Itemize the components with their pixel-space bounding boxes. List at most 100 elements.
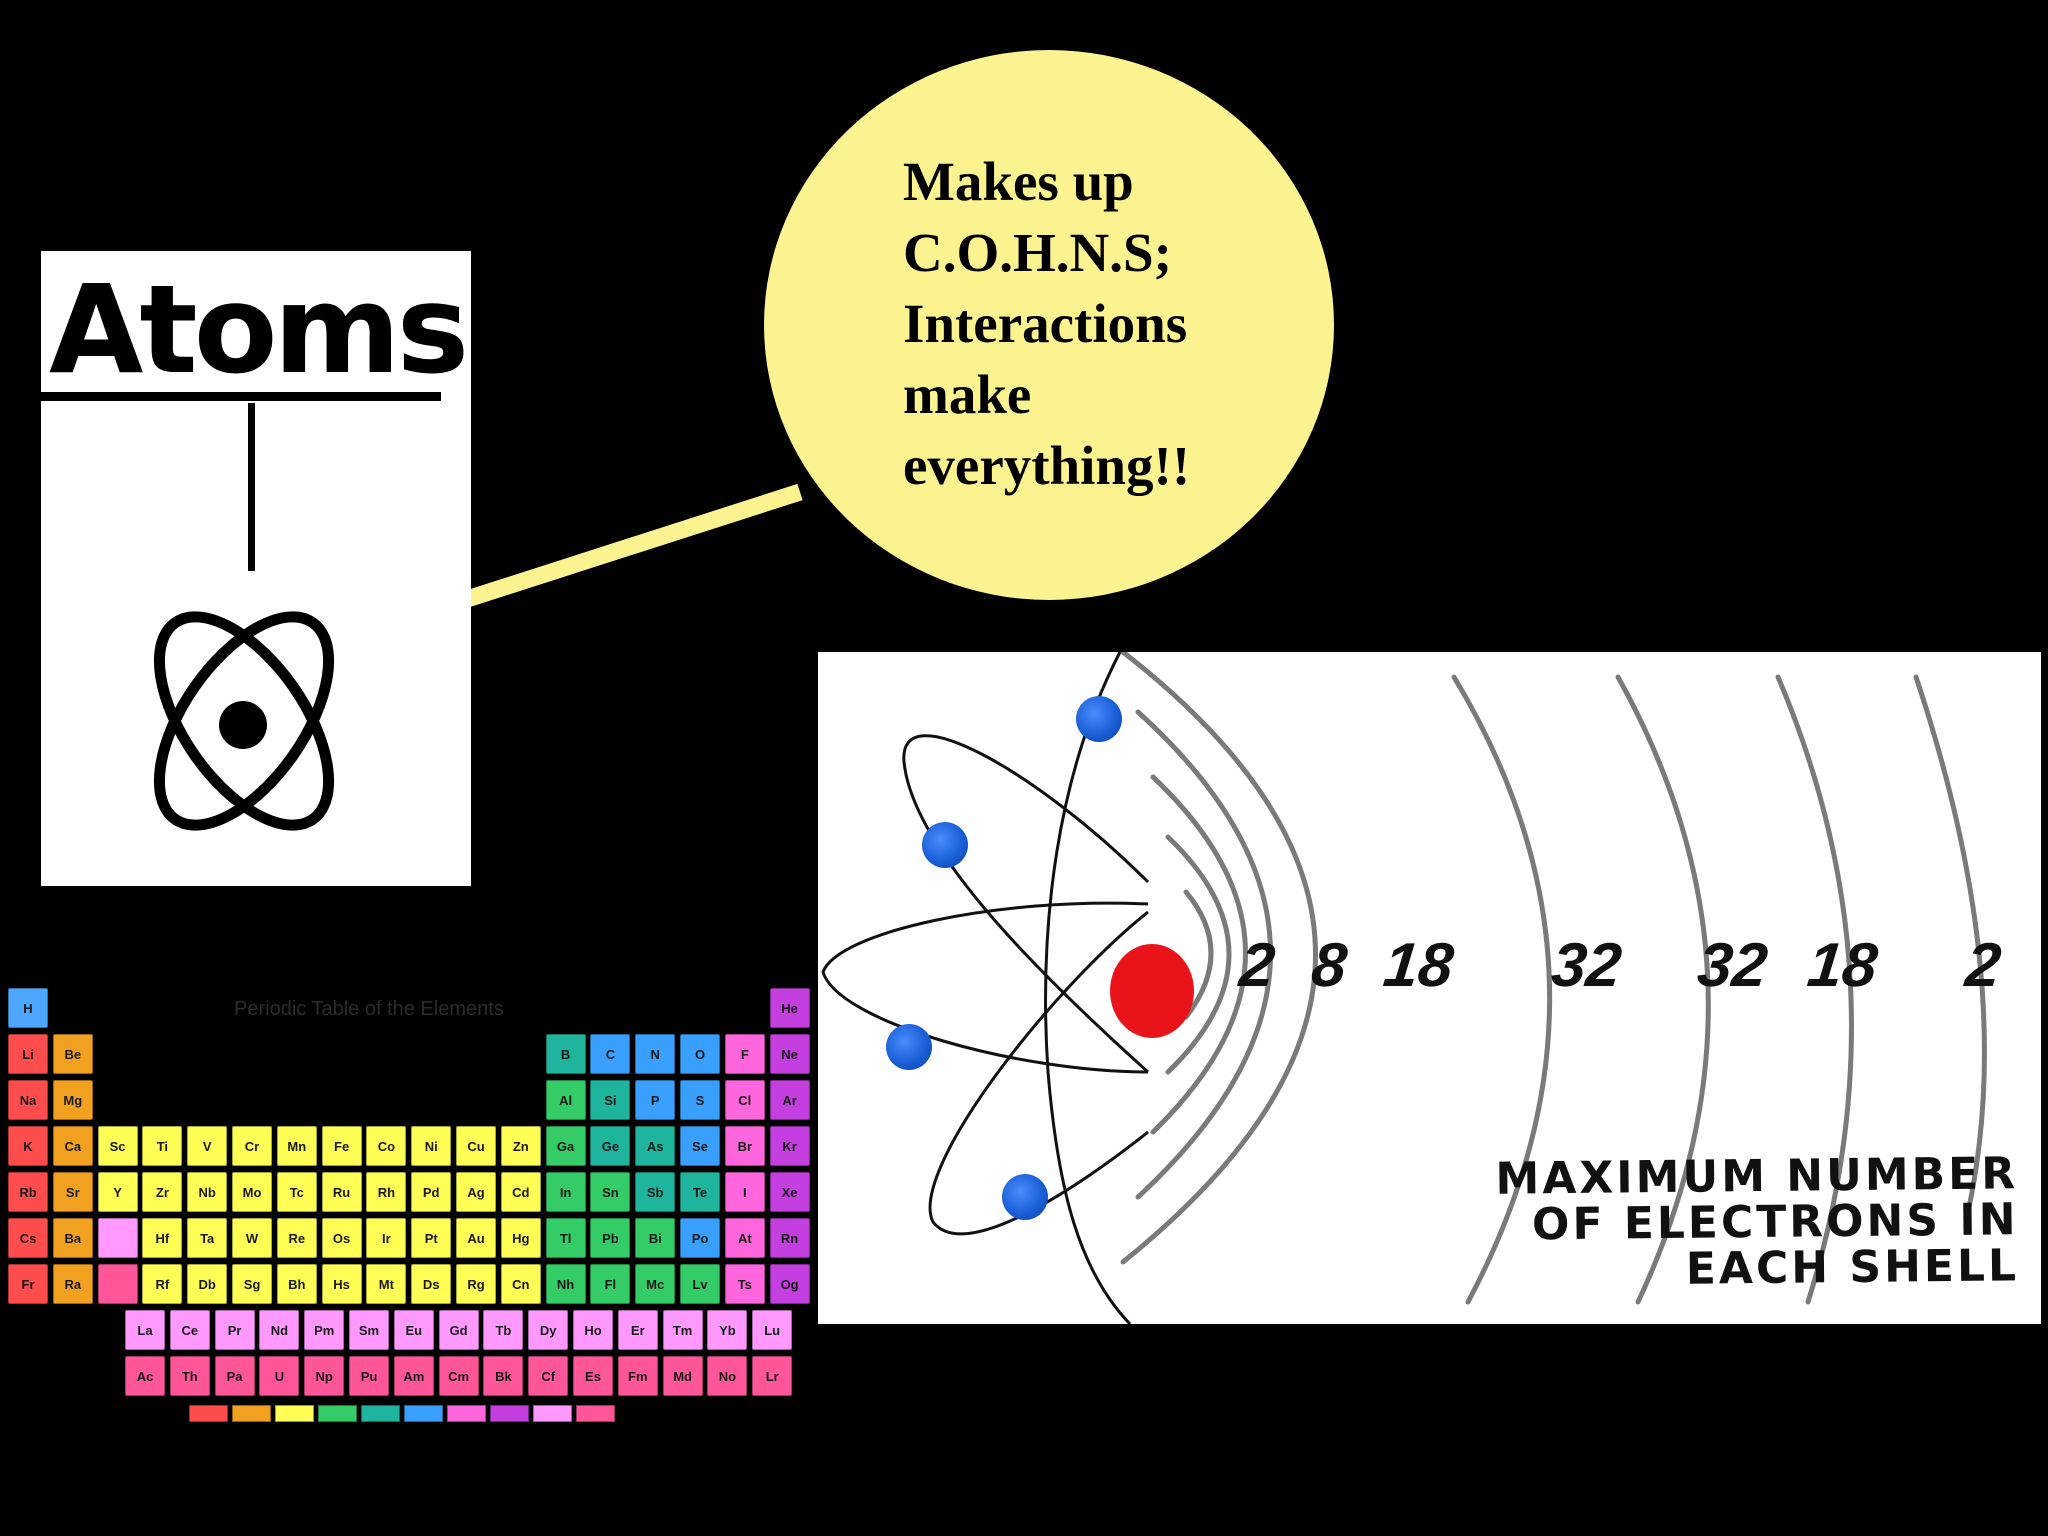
legend-swatch <box>576 1405 615 1422</box>
caption-line-3: EACH SHELL <box>1686 1240 2020 1295</box>
element-cell: Y <box>97 1172 138 1212</box>
element-cell: At <box>724 1218 765 1258</box>
nucleus-icon <box>1110 944 1194 1038</box>
element-cell: N <box>635 1034 676 1074</box>
orbit-vertical <box>1044 652 1132 1324</box>
element-cell: Re <box>276 1218 317 1258</box>
legend-swatch <box>189 1405 228 1422</box>
element-cell: Ar <box>769 1080 810 1120</box>
element-cell: Cr <box>232 1126 272 1166</box>
element-cell: C <box>590 1034 631 1074</box>
element-cell: Mo <box>232 1172 272 1212</box>
element-cell: S <box>680 1080 720 1120</box>
element-cell: Os <box>321 1218 362 1258</box>
element-cell: Cd <box>500 1172 541 1212</box>
element-cell: V <box>187 1126 228 1166</box>
bubble-line-5: everything!! <box>903 435 1191 496</box>
element-cell: Cu <box>456 1126 496 1166</box>
element-cell: Al <box>545 1080 586 1120</box>
actinide-cell: Th <box>169 1356 210 1396</box>
actinide-cell: Bk <box>483 1356 524 1396</box>
element-cell: Li <box>8 1034 48 1074</box>
element-cell: Rg <box>456 1264 496 1304</box>
actinide-cell: Es <box>573 1356 613 1396</box>
shell-arc-9 <box>1913 674 1987 1215</box>
element-cell: Rn <box>769 1218 810 1258</box>
actinide-cell: Pa <box>214 1356 255 1396</box>
element-cell: W <box>232 1218 272 1258</box>
actinide-cell: Md <box>662 1356 703 1396</box>
legend-swatch <box>404 1405 443 1422</box>
atom-icon <box>153 611 335 831</box>
element-cell <box>97 1264 138 1304</box>
element-cell: Ta <box>187 1218 228 1258</box>
element-cell: Sb <box>635 1172 676 1212</box>
element-cell: Cs <box>8 1218 48 1258</box>
lanthanide-cell: Yb <box>707 1310 748 1350</box>
shell-caption: MAXIMUM NUMBER OF ELECTRONS IN EACH SHEL… <box>1496 1148 2020 1295</box>
element-cell: Mc <box>635 1264 676 1304</box>
shell-arc-3 <box>1150 774 1248 1135</box>
lanthanide-cell: Ho <box>573 1310 613 1350</box>
element-cell: Hg <box>500 1218 541 1258</box>
element-cell: Sc <box>97 1126 138 1166</box>
actinide-cell: U <box>259 1356 300 1396</box>
element-cell: Zr <box>142 1172 183 1212</box>
bubble-line-2: C.O.H.N.S; <box>903 222 1172 283</box>
element-cell <box>97 1218 138 1258</box>
legend-swatch <box>533 1405 572 1422</box>
lanthanide-cell: Pm <box>304 1310 345 1350</box>
lanthanide-cell: Nd <box>259 1310 300 1350</box>
element-cell: Nb <box>187 1172 228 1212</box>
actinide-cell: Fm <box>617 1356 658 1396</box>
element-cell: Og <box>769 1264 810 1304</box>
element-cell: Tc <box>276 1172 317 1212</box>
lanthanide-cell: La <box>125 1310 165 1350</box>
element-cell: Au <box>456 1218 496 1258</box>
shell-arc-1 <box>1183 889 1214 1020</box>
lanthanide-cell: Tm <box>662 1310 703 1350</box>
element-cell: Sg <box>232 1264 272 1304</box>
lanthanide-cell: Pr <box>214 1310 255 1350</box>
element-cell: Ni <box>411 1126 452 1166</box>
atoms-title-underline <box>41 392 441 401</box>
legend-swatch <box>490 1405 529 1422</box>
element-cell: Be <box>52 1034 93 1074</box>
element-cell: Na <box>8 1080 48 1120</box>
element-cell: Xe <box>769 1172 810 1212</box>
actinide-cell: Am <box>393 1356 434 1396</box>
lanthanide-cell: Er <box>617 1310 658 1350</box>
legend-swatch <box>447 1405 486 1422</box>
atoms-connector-stem <box>248 403 255 571</box>
lanthanide-cell: Eu <box>393 1310 434 1350</box>
element-cell: Ir <box>366 1218 407 1258</box>
legend-swatch <box>232 1405 271 1422</box>
element-cell: Hs <box>321 1264 362 1304</box>
lanthanide-cell: Gd <box>438 1310 479 1350</box>
actinide-cell: Pu <box>349 1356 389 1396</box>
element-cell: Pb <box>590 1218 631 1258</box>
element-cell: Cn <box>500 1264 541 1304</box>
legend-swatch <box>275 1405 314 1422</box>
element-cell: F <box>724 1034 765 1074</box>
element-cell: H <box>8 988 48 1028</box>
element-cell: Bh <box>276 1264 317 1304</box>
element-cell: Db <box>187 1264 228 1304</box>
element-cell: Pt <box>411 1218 452 1258</box>
shell-count-6: 18 <box>1804 931 1881 1000</box>
element-cell: Bi <box>635 1218 676 1258</box>
element-cell: As <box>635 1126 676 1166</box>
element-cell: Nh <box>545 1264 586 1304</box>
orbit-horizontal <box>821 901 1149 1074</box>
element-cell: Mn <box>276 1126 317 1166</box>
element-cell: Ru <box>321 1172 362 1212</box>
lanthanide-cell: Ce <box>169 1310 210 1350</box>
lanthanide-cell: Sm <box>349 1310 389 1350</box>
element-cell: Kr <box>769 1126 810 1166</box>
element-cell: Ag <box>456 1172 496 1212</box>
legend-swatch <box>361 1405 400 1422</box>
shell-diagram-drawing <box>821 652 1987 1324</box>
actinide-cell: Ac <box>125 1356 165 1396</box>
shell-arc-2 <box>1165 834 1232 1075</box>
